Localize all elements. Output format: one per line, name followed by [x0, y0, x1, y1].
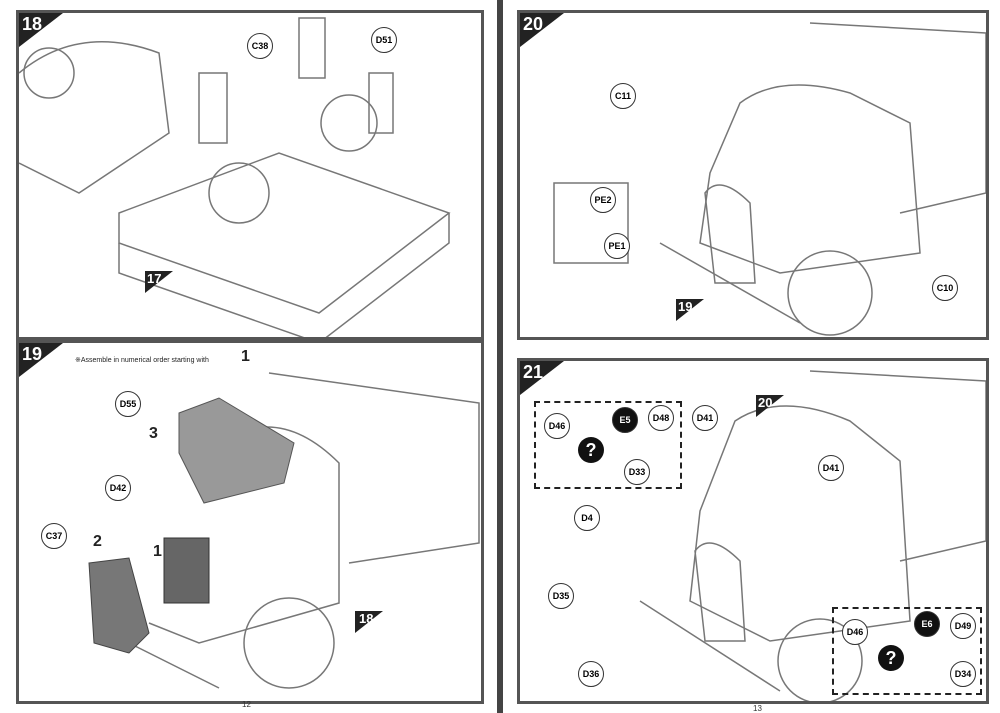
part-callout: D41 — [818, 455, 844, 481]
headlight-option-box-right — [832, 607, 982, 695]
ref-step-badge — [355, 611, 383, 633]
part-callout: D33 — [624, 459, 650, 485]
right-page: 20 C11 PE2 PE1 C10 19 21 20 D46 E5 D48 D… — [503, 0, 1000, 713]
part-callout: D48 — [648, 405, 674, 431]
part-callout: D51 — [371, 27, 397, 53]
part-callout: D46 — [842, 619, 868, 645]
order-number: 1 — [153, 543, 162, 560]
part-callout: E5 — [612, 407, 638, 433]
step-number: 18 — [22, 14, 43, 34]
part-callout: D36 — [578, 661, 604, 687]
ref-step-number: 17 — [147, 271, 162, 286]
part-callout: D46 — [544, 413, 570, 439]
truck-cab-drawing — [88, 372, 480, 689]
truck-front-drawing — [639, 370, 986, 701]
part-callout: PE1 — [604, 233, 630, 259]
step-number-badge — [19, 343, 63, 377]
page-number: 13 — [753, 704, 762, 713]
step-number: 19 — [22, 344, 43, 364]
ref-step-badge — [756, 395, 784, 417]
question-icon: ? — [578, 437, 604, 463]
assembly-note: ※Assemble in numerical order starting wi… — [75, 357, 209, 364]
step-21-panel: 21 20 D46 E5 D48 D33 D41 D41 D4 D35 D36 … — [517, 358, 989, 704]
part-callout: E6 — [914, 611, 940, 637]
part-callout: PE2 — [590, 187, 616, 213]
page-gutter — [497, 0, 503, 713]
part-callout: D55 — [115, 391, 141, 417]
step-number: 21 — [523, 362, 544, 382]
headlight-option-box-left — [534, 401, 682, 489]
step-20-panel: 20 C11 PE2 PE1 C10 19 — [517, 10, 989, 340]
ref-step-number: 18 — [359, 611, 374, 626]
part-callout: C37 — [41, 523, 67, 549]
part-callout: C10 — [932, 275, 958, 301]
ref-step-number: 19 — [678, 299, 693, 314]
part-callout: D34 — [950, 661, 976, 687]
part-callout: D4 — [574, 505, 600, 531]
part-callout: C38 — [247, 33, 273, 59]
step-18-panel: 18 C38 D51 17 — [16, 10, 484, 340]
assembly-note-number: 1 — [241, 348, 250, 365]
part-callout: C11 — [610, 83, 636, 109]
step-number-badge — [520, 361, 564, 395]
step-number-badge — [520, 13, 564, 47]
ref-step-badge — [145, 271, 173, 293]
step-number-badge — [19, 13, 63, 47]
page-number: 12 — [242, 700, 251, 709]
step-19-panel: 19 ※Assemble in numerical order starting… — [16, 340, 484, 704]
step-number: 20 — [523, 14, 544, 34]
question-icon: ? — [878, 645, 904, 671]
part-callout: D42 — [105, 475, 131, 501]
truck-front-drawing — [553, 22, 986, 336]
order-number: 3 — [149, 425, 158, 442]
ref-step-badge — [676, 299, 704, 321]
chassis-drawing — [19, 17, 451, 337]
part-callout: D49 — [950, 613, 976, 639]
part-callout: D35 — [548, 583, 574, 609]
ref-step-number: 20 — [758, 395, 773, 410]
left-page: 18 C38 D51 17 19 ※Assemble in numerical … — [0, 0, 497, 713]
order-number: 2 — [93, 533, 102, 550]
part-callout: D41 — [692, 405, 718, 431]
